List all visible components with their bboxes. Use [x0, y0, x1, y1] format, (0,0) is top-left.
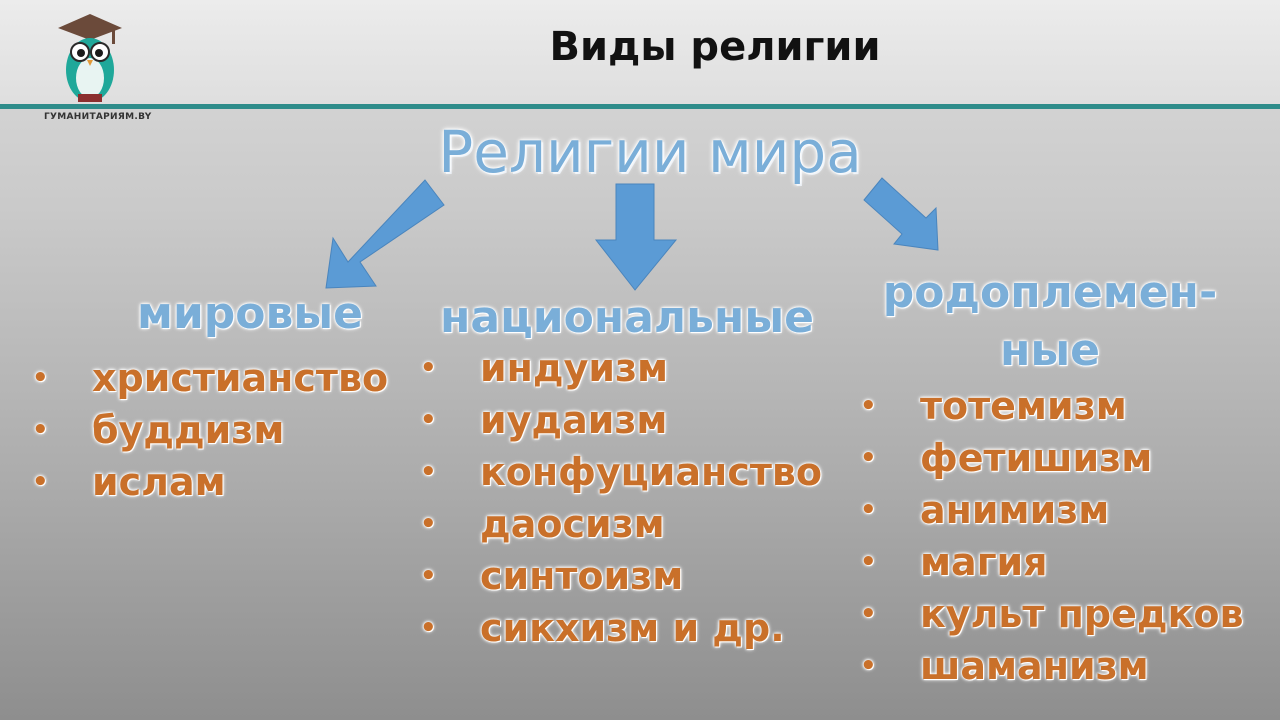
owl-logo-icon: [48, 8, 138, 108]
list-item: • анимизм: [860, 484, 1244, 536]
category-title-tribal: родоплемен- ные: [850, 264, 1250, 380]
list-item: • шаманизм: [860, 640, 1244, 692]
list-item: • христианство: [32, 352, 389, 404]
bullet-icon: •: [32, 415, 49, 445]
list-item-label: христианство: [92, 356, 389, 400]
list-item: • конфуцианство: [420, 446, 823, 498]
category-title-world: мировые: [137, 288, 363, 339]
category-title-tribal-line1: родоплемен-: [882, 267, 1218, 318]
category-title-national: национальные: [440, 292, 814, 343]
list-item: • буддизм: [32, 404, 388, 456]
list-item-label: буддизм: [92, 408, 285, 452]
bullet-icon: •: [860, 547, 877, 577]
list-national: • индуизм • иудаизм • конфуцианство • даосиз…: [420, 342, 823, 654]
logo-text: ГУМАНИТАРИЯМ.BY: [44, 112, 152, 122]
bullet-icon: •: [32, 467, 49, 497]
list-item: • даосизм: [420, 498, 822, 550]
list-item-label: тотемизм: [920, 384, 1127, 428]
list-item-label: индуизм: [480, 346, 669, 390]
bullet-icon: •: [420, 353, 437, 383]
list-item-label: даосизм: [480, 502, 665, 546]
list-item-label: конфуцианство: [480, 450, 823, 494]
list-world: • христианство • буддизм • ислам: [32, 352, 389, 508]
list-tribal: • тотемизм • фетишизм • анимизм • магия • кул…: [860, 380, 1244, 692]
list-item: • сикхизм и др.: [420, 602, 822, 654]
bullet-icon: •: [860, 495, 877, 525]
list-item-label: иудаизм: [480, 398, 668, 442]
bullet-icon: •: [860, 651, 877, 681]
list-item: • культ предков: [860, 588, 1244, 640]
list-item-label: культ предков: [920, 592, 1244, 636]
bullet-icon: •: [420, 457, 437, 487]
list-item: • синтоизм: [420, 550, 822, 602]
list-item: • иудаизм: [420, 394, 822, 446]
header-divider: [0, 104, 1280, 109]
list-item-label: сикхизм и др.: [480, 606, 785, 650]
list-item-label: фетишизм: [920, 436, 1153, 480]
header-bar: [0, 0, 1280, 106]
list-item: • тотемизм: [860, 380, 1244, 432]
list-item: • ислам: [32, 456, 388, 508]
bullet-icon: •: [420, 509, 437, 539]
root-node-title: Религии мира: [438, 118, 862, 186]
arrow-icon: [863, 177, 939, 251]
bullet-icon: •: [420, 561, 437, 591]
bullet-icon: •: [32, 363, 49, 393]
bullet-icon: •: [420, 613, 437, 643]
list-item: • фетишизм: [860, 432, 1244, 484]
bullet-icon: •: [860, 391, 877, 421]
bullet-icon: •: [860, 443, 877, 473]
bullet-icon: •: [420, 405, 437, 435]
bullet-icon: •: [860, 599, 877, 629]
slide-title: Виды религии: [549, 24, 881, 70]
list-item: • магия: [860, 536, 1244, 588]
list-item-label: ислам: [92, 460, 226, 504]
arrow-icon: [325, 179, 445, 289]
list-item: • индуизм: [420, 342, 822, 394]
list-item-label: магия: [920, 540, 1048, 584]
list-item-label: синтоизм: [480, 554, 684, 598]
arrow-icon: [594, 183, 678, 291]
list-item-label: анимизм: [920, 488, 1110, 532]
category-title-tribal-line2: ные: [999, 325, 1101, 376]
list-item-label: шаманизм: [920, 644, 1149, 688]
